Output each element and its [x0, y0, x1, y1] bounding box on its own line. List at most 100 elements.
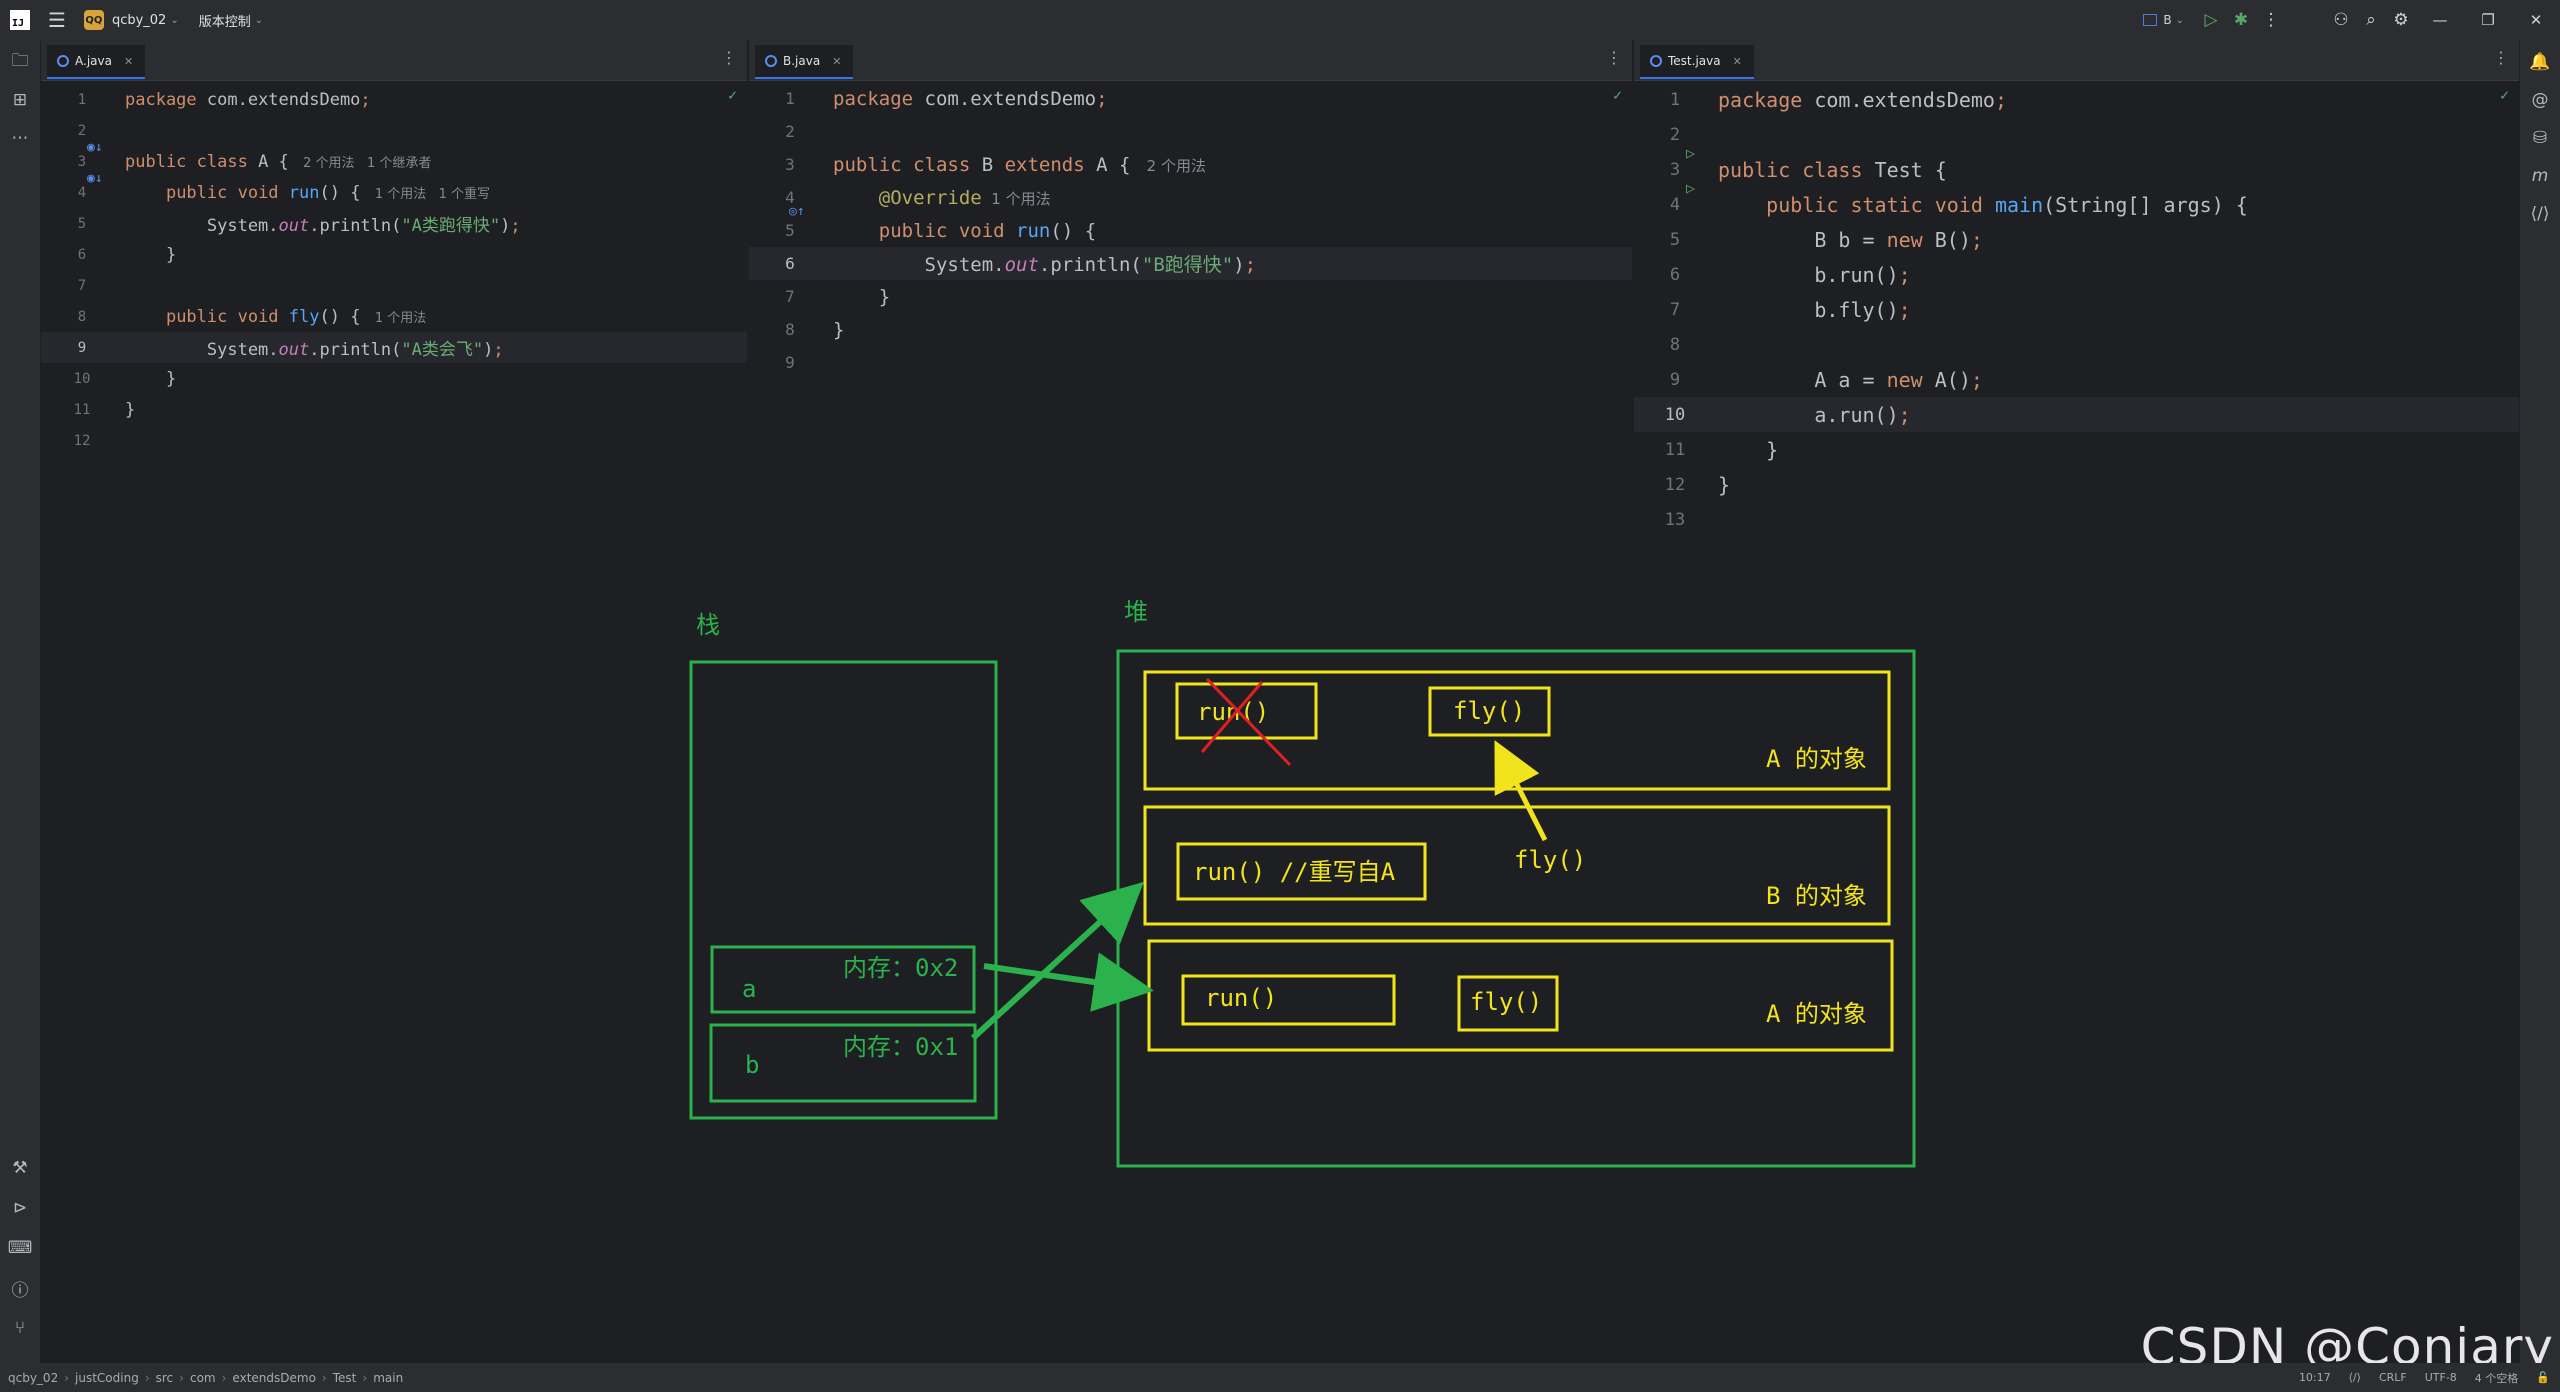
code-line[interactable]: 4 public static void main(String[] args)…	[1634, 187, 2519, 222]
code-line[interactable]: 2	[41, 115, 747, 146]
close-icon[interactable]: ✕	[1732, 54, 1742, 68]
breadcrumb: qcby_02›justCoding›src›com›extendsDemo›T…	[8, 1371, 403, 1385]
more-icon[interactable]: ⋮	[2493, 48, 2509, 67]
build-icon[interactable]: ⚒	[12, 1158, 28, 1178]
terminal-icon[interactable]: ⌨	[7, 1238, 33, 1258]
breadcrumb-item[interactable]: src	[155, 1370, 174, 1385]
line-number: 11	[1664, 439, 1686, 460]
code-line[interactable]: 12	[41, 425, 747, 456]
breadcrumb-item[interactable]: com	[189, 1370, 216, 1385]
breadcrumb-item[interactable]: justCoding	[75, 1370, 139, 1385]
tab-a-java[interactable]: A.java ✕	[47, 45, 146, 79]
code-line[interactable]: 8 public void fly() { 1 个用法	[41, 301, 747, 332]
breadcrumb-item[interactable]: extendsDemo	[232, 1370, 316, 1385]
search-icon[interactable]: ⌕	[2366, 10, 2376, 30]
code-line[interactable]: 2	[749, 115, 1632, 148]
tab-label: A.java	[75, 54, 112, 68]
more-tools-icon[interactable]: ⋯	[11, 128, 29, 148]
code-token: extends	[1004, 153, 1097, 176]
database-icon[interactable]: ⛁	[2532, 128, 2548, 148]
close-icon[interactable]: ✕	[832, 54, 842, 68]
run-gutter-icon[interactable]: ▷	[1686, 144, 1696, 162]
maven-icon[interactable]: m	[2531, 166, 2549, 186]
code-line[interactable]: 7 }	[749, 280, 1632, 313]
code-line[interactable]: 7 b.fly();	[1634, 292, 2519, 327]
tab-b-java[interactable]: B.java ✕	[755, 45, 854, 79]
code-line[interactable]: 5 public void run() {	[749, 214, 1632, 247]
code-line[interactable]: 13	[1634, 502, 2519, 537]
file-encoding[interactable]: UTF-8	[2424, 1371, 2457, 1384]
run-icon[interactable]: ▷	[2204, 10, 2218, 30]
code-token: ;	[1898, 402, 1911, 427]
more-icon[interactable]: ⋮	[1606, 48, 1622, 67]
run-config-selector[interactable]: B ⌄	[2143, 13, 2184, 27]
overridden-icon[interactable]: ◉↓	[87, 171, 103, 186]
code-line[interactable]: 4 @Override 1 个用法	[749, 181, 1632, 214]
main-menu-icon[interactable]: ☰	[48, 8, 66, 32]
debug-icon[interactable]: ✱	[2233, 10, 2249, 30]
code-line[interactable]: 8	[1634, 327, 2519, 362]
settings-icon[interactable]: ⚙	[2393, 10, 2409, 30]
breadcrumb-item[interactable]: main	[373, 1370, 404, 1385]
code-line[interactable]: 9 A a = new A();	[1634, 362, 2519, 397]
code-text: B b = new B();	[1716, 228, 1983, 252]
more-icon[interactable]: ⋮	[2262, 10, 2280, 30]
code-line[interactable]: 9	[749, 346, 1632, 379]
code-line[interactable]: 10 }	[41, 363, 747, 394]
code-line[interactable]: 12}	[1634, 467, 2519, 502]
git-icon[interactable]: ⑂	[14, 1318, 26, 1338]
code-line[interactable]: 10 a.run();	[1634, 397, 2519, 432]
code-line[interactable]: 5 B b = new B();	[1634, 222, 2519, 257]
services-icon[interactable]: ⊳	[12, 1198, 28, 1218]
endpoints-icon[interactable]: ⟨/⟩	[2530, 204, 2550, 224]
code-line[interactable]: 11}	[41, 394, 747, 425]
close-button[interactable]: ✕	[2529, 11, 2543, 29]
project-selector[interactable]: QQ qcby_02 ⌄	[83, 10, 179, 30]
line-number: 1	[77, 91, 87, 108]
notifications-icon[interactable]: 🔔	[2529, 52, 2551, 72]
code-line[interactable]: 8}	[749, 313, 1632, 346]
line-number: 7	[785, 287, 795, 306]
code-text: public void run() {	[831, 220, 1096, 242]
structure-icon[interactable]: ⊞	[12, 90, 28, 110]
class-icon	[1650, 55, 1662, 67]
tab-test-java[interactable]: Test.java ✕	[1640, 45, 1754, 79]
minimize-button[interactable]: —	[2432, 11, 2448, 29]
code-line[interactable]: 4 public void run() { 1 个用法 1 个重写	[41, 177, 747, 208]
more-icon[interactable]: ⋮	[721, 48, 737, 67]
run-gutter-icon[interactable]: ▷	[1686, 179, 1696, 197]
code-line[interactable]: 6 }	[41, 239, 747, 270]
implemented-icon[interactable]: ◉↓	[87, 140, 103, 155]
problems-icon[interactable]: ⓘ	[11, 1280, 29, 1301]
ai-assistant-icon[interactable]: @	[2531, 90, 2549, 110]
code-line[interactable]: 2	[1634, 117, 2519, 152]
code-icon[interactable]: ⟨/⟩	[2348, 1371, 2361, 1384]
code-line[interactable]: 6 System.out.println("B跑得快");	[749, 247, 1632, 280]
code-line[interactable]: 11 }	[1634, 432, 2519, 467]
overrides-icon[interactable]: ◎↑	[789, 204, 805, 219]
close-icon[interactable]: ✕	[123, 54, 134, 68]
vcs-menu[interactable]: 版本控制 ⌄	[199, 11, 263, 30]
code-line[interactable]: 9 System.out.println("A类会飞");	[41, 332, 747, 363]
code-line[interactable]: 6 b.run();	[1634, 257, 2519, 292]
breadcrumb-item[interactable]: Test	[332, 1370, 357, 1385]
folder-icon[interactable]: 🗀	[11, 50, 29, 71]
indent-setting[interactable]: 4 个空格	[2474, 1371, 2519, 1385]
breadcrumb-item[interactable]: qcby_02	[8, 1370, 59, 1385]
code-line[interactable]: 7	[41, 270, 747, 301]
line-number: 6	[785, 254, 795, 273]
line-separator[interactable]: CRLF	[2378, 1371, 2407, 1384]
code-line[interactable]: 5 System.out.println("A类跑得快");	[41, 208, 747, 239]
lock-icon[interactable]: 🔓	[2536, 1371, 2550, 1384]
account-icon[interactable]: ⚇	[2333, 10, 2349, 30]
restore-button[interactable]: ❐	[2481, 11, 2495, 29]
